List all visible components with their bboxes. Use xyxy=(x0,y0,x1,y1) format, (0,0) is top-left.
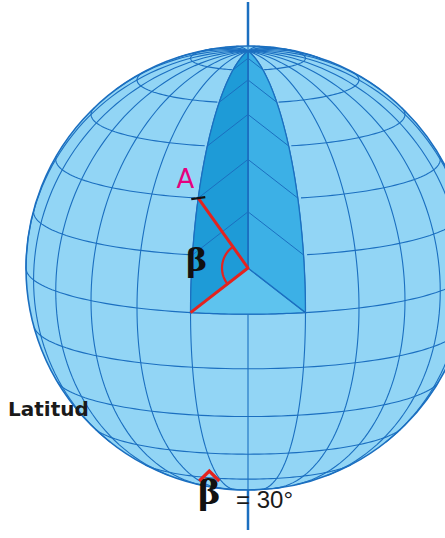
meridian xyxy=(248,51,445,442)
angle-value: = 30° xyxy=(236,487,293,513)
face-chord xyxy=(248,159,298,198)
face-chord xyxy=(233,58,248,70)
meridian xyxy=(137,51,248,489)
title-label: Latitud xyxy=(8,398,89,420)
parallel xyxy=(145,465,351,479)
meridian-face xyxy=(248,51,305,313)
sphere xyxy=(26,46,445,490)
point-tick xyxy=(191,197,205,199)
point-label: A xyxy=(176,165,194,194)
axis-line xyxy=(247,2,250,50)
meridian xyxy=(248,46,260,51)
face-chord xyxy=(248,80,277,102)
meridian xyxy=(248,51,359,489)
face-chord xyxy=(219,80,248,102)
face-chord xyxy=(207,114,248,146)
angle-symbol: β xyxy=(198,474,221,511)
parallel xyxy=(96,429,401,454)
meridian xyxy=(247,314,248,490)
face-chord xyxy=(248,212,304,255)
face-chord xyxy=(248,114,289,146)
meridian xyxy=(248,47,271,51)
meridian xyxy=(248,51,305,490)
meridian xyxy=(91,51,248,485)
meridian xyxy=(248,50,320,58)
face-chord xyxy=(198,159,248,198)
graticule xyxy=(26,46,445,490)
meridian xyxy=(248,51,405,485)
axis-line xyxy=(247,51,248,268)
angle-label: β xyxy=(186,243,207,278)
meridian xyxy=(248,51,440,476)
face-chord xyxy=(248,58,263,70)
angle-arc xyxy=(222,247,233,284)
parallel xyxy=(34,327,445,368)
parallel xyxy=(58,382,439,416)
